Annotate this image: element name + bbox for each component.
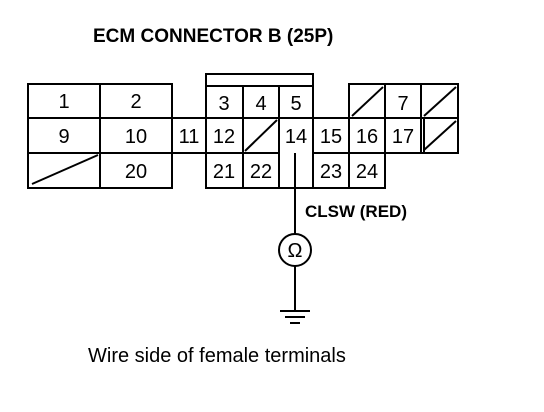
pin-14: 14 [285, 126, 307, 148]
probe-label: CLSW (RED) [305, 202, 407, 221]
pin-11: 11 [179, 126, 200, 148]
pin-15: 15 [320, 126, 342, 148]
pin-2: 2 [130, 91, 141, 113]
pin-10: 10 [125, 126, 147, 148]
ground-icon [280, 310, 310, 324]
pin-9: 9 [58, 126, 69, 148]
pin-22: 22 [250, 161, 272, 183]
pin-5: 5 [290, 93, 301, 115]
diagram-title: ECM CONNECTOR B (25P) [93, 26, 333, 47]
empty-cavity-slash [31, 154, 99, 185]
pin-20: 20 [125, 161, 147, 183]
empty-cavity-slash [423, 86, 457, 117]
empty-cavity-slash [423, 120, 457, 151]
diagram-caption: Wire side of female terminals [88, 345, 346, 367]
pin-17: 17 [392, 126, 414, 148]
pin-7: 7 [397, 93, 408, 115]
pin-12: 12 [213, 126, 235, 148]
pin-23: 23 [320, 161, 342, 183]
pin-4: 4 [255, 93, 266, 115]
pin-1: 1 [58, 91, 69, 113]
connector-latch [205, 73, 314, 87]
empty-cavity-slash [351, 86, 384, 117]
empty-cavity-slash [244, 119, 278, 152]
pin-16: 16 [356, 126, 378, 148]
ohm-symbol: Ω [288, 240, 303, 262]
pin-21: 21 [213, 161, 235, 183]
pin-3: 3 [218, 93, 229, 115]
pin-24: 24 [356, 161, 378, 183]
